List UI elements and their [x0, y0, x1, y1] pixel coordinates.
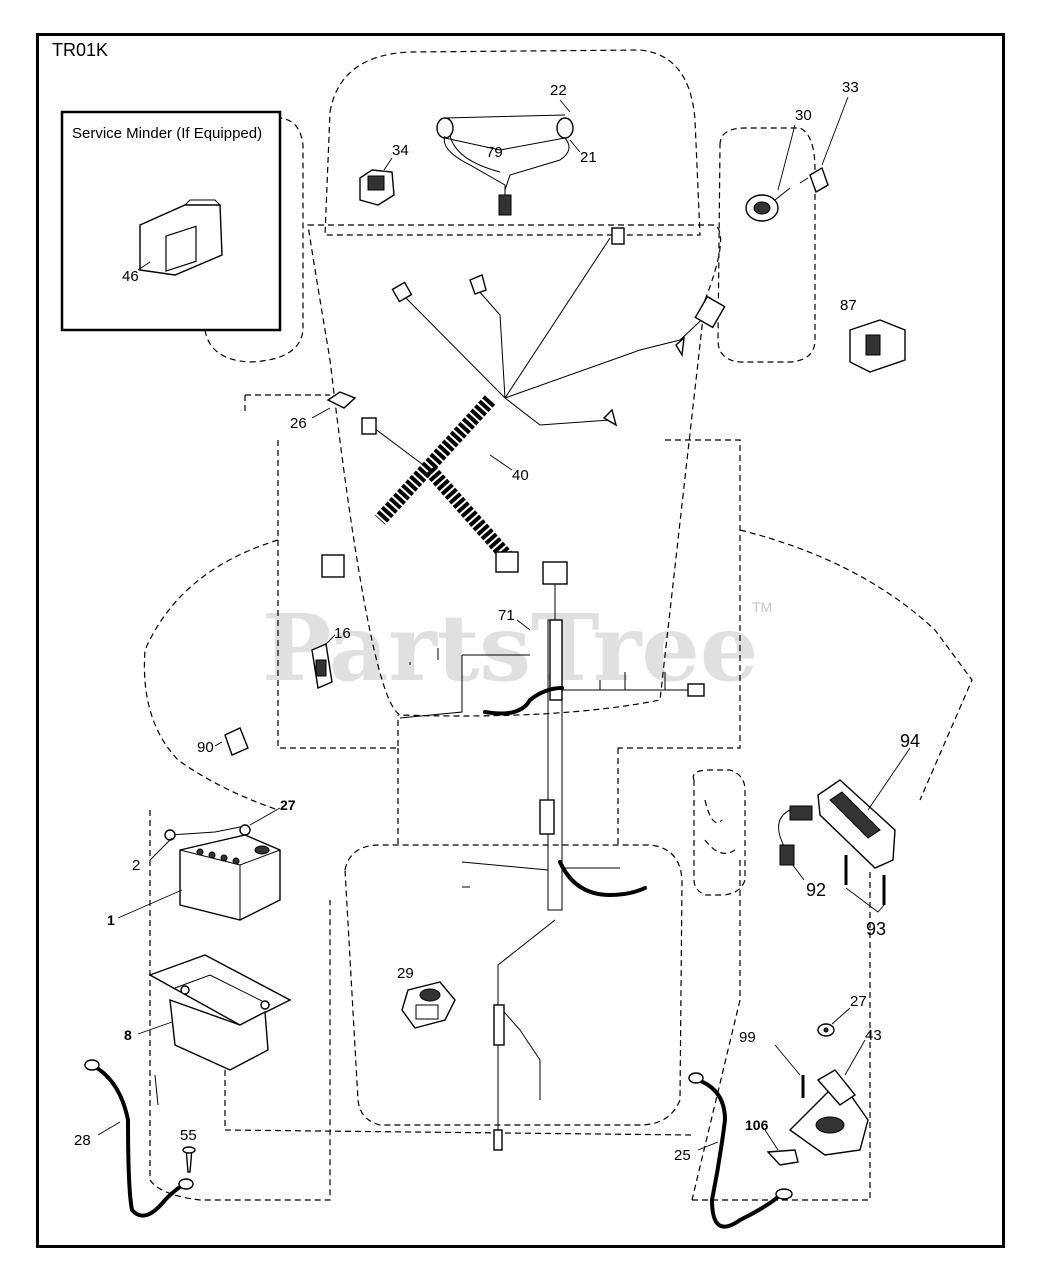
diode-90: 90	[197, 727, 249, 756]
service-minder-inset: Service Minder (If Equipped) 46	[60, 110, 282, 332]
callout-25: 25	[674, 1147, 691, 1164]
callout-27a: 27	[280, 797, 296, 813]
callout-92: 92	[806, 880, 826, 900]
switch-34: 34	[359, 142, 409, 206]
callout-40: 40	[512, 467, 529, 484]
callout-2: 2	[132, 857, 140, 874]
main-harness-40: 40	[321, 227, 726, 578]
callout-22: 22	[550, 82, 567, 99]
diagram-frame	[36, 33, 1005, 1248]
service-minder-part	[139, 199, 223, 276]
callout-33: 33	[842, 79, 859, 96]
callout-28: 28	[74, 1132, 91, 1149]
callout-90: 90	[197, 739, 214, 756]
battery-tray-8: 8	[124, 954, 292, 1071]
watermark-tm: TM	[752, 599, 772, 615]
watermark: PartsTree	[262, 594, 758, 702]
callout-106: 106	[745, 1117, 769, 1133]
callout-55: 55	[180, 1127, 197, 1144]
solenoid-29: 29	[397, 965, 456, 1029]
callout-1: 1	[107, 912, 115, 928]
callout-16: 16	[334, 625, 351, 642]
harness-71: 71	[399, 561, 705, 1151]
callout-79: 79	[486, 144, 503, 161]
ignition-switch-30: 30	[745, 107, 812, 222]
callout-30: 30	[795, 107, 812, 124]
inset-title: Service Minder (If Equipped)	[72, 125, 262, 142]
callout-99: 99	[739, 1029, 756, 1046]
callout-94: 94	[900, 731, 920, 751]
cable-25: 25	[674, 1072, 793, 1229]
battery-1: 2 27 1	[107, 797, 296, 928]
headlight-harness: 22 79 21	[436, 82, 597, 216]
callout-87: 87	[840, 297, 857, 314]
callout-27b: 27	[850, 993, 867, 1010]
switch-16: 16	[311, 625, 351, 689]
diagram-code: TR01K	[52, 40, 108, 60]
callout-43: 43	[865, 1027, 882, 1044]
key-33: 33	[799, 79, 859, 194]
fuse-26: 26	[290, 391, 357, 432]
callout-34: 34	[392, 142, 409, 159]
relay-87: 87	[840, 297, 906, 373]
callout-93: 93	[866, 919, 886, 939]
callout-26: 26	[290, 415, 307, 432]
callout-71: 71	[498, 607, 515, 624]
callout-46: 46	[122, 268, 139, 285]
cable-28: 28 55	[74, 1059, 197, 1218]
module-94: 94 92 93	[778, 731, 920, 939]
callout-21: 21	[580, 149, 597, 166]
rear-parts: 27 43 99 106	[739, 993, 882, 1166]
callout-8: 8	[124, 1027, 132, 1043]
callout-29: 29	[397, 965, 414, 982]
